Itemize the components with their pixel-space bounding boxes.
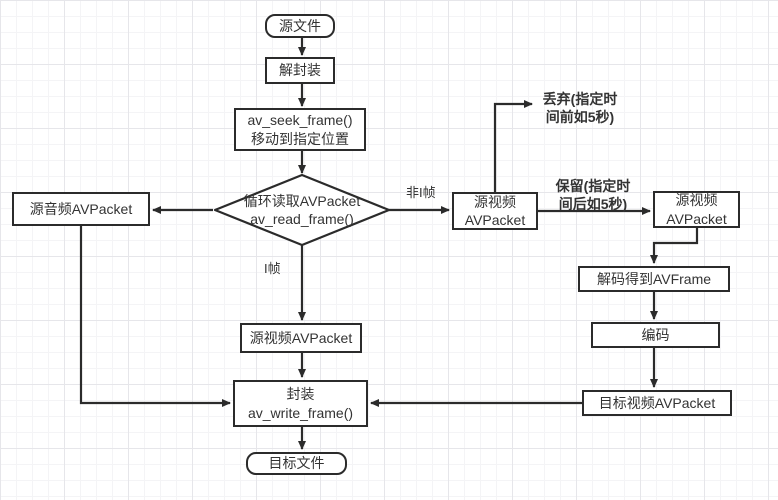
- node-mux-write-frame: 封装 av_write_frame(): [233, 380, 368, 427]
- node-source-video-packet-1: 源视频 AVPacket: [452, 192, 538, 230]
- node-source-video-packet-2: 源视频 AVPacket: [653, 191, 740, 228]
- node-seek-frame: av_seek_frame() 移动到指定位置: [234, 108, 366, 151]
- node-read-loop: 循环读取AVPacket av_read_frame(): [243, 192, 361, 227]
- node-source-audio-packet: 源音频AVPacket: [12, 192, 150, 226]
- read-loop-diamond-shape: [213, 173, 391, 247]
- edge-video-packet-2-to-decode: [650, 228, 699, 264]
- edge-label-discard: 丢弃(指定时 间前如5秒): [542, 91, 618, 126]
- node-decode-avframe: 解码得到AVFrame: [578, 266, 730, 292]
- node-encode: 编码: [591, 322, 720, 348]
- edge-audio-packet-to-mux: [79, 226, 231, 407]
- edge-video-packet-1-to-discard: [493, 100, 533, 192]
- node-target-video-packet: 目标视频AVPacket: [582, 390, 732, 416]
- node-demux: 解封装: [265, 57, 335, 84]
- edge-label-non-i-frame: 非I帧: [406, 185, 436, 200]
- node-source-file: 源文件: [265, 14, 335, 38]
- node-target-file: 目标文件: [246, 452, 347, 475]
- edge-label-keep: 保留(指定时 间后如5秒): [555, 178, 631, 213]
- node-source-video-packet-3: 源视频AVPacket: [240, 323, 362, 353]
- edge-label-i-frame: I帧: [264, 261, 281, 276]
